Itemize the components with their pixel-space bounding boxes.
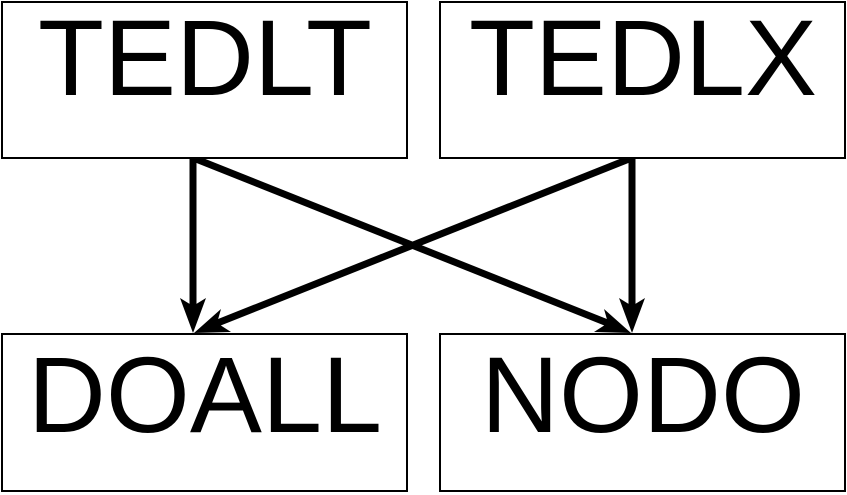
node-tedlt-label: TEDLT	[38, 0, 372, 118]
edge-tedlt-to-nodo-line	[194, 155, 617, 330]
edge-tedlx-to-nodo-arrowhead	[619, 298, 645, 333]
node-tedlx-box	[439, 1, 846, 159]
edge-tedlt-to-doall[interactable]	[180, 158, 206, 333]
edge-tedlt-to-doall-arrowhead	[180, 298, 206, 333]
edge-tedlx-to-nodo[interactable]	[619, 158, 645, 333]
node-doall[interactable]: DOALL	[1, 333, 408, 492]
node-nodo-box	[439, 333, 846, 492]
edge-group	[180, 155, 645, 333]
node-tedlt[interactable]: TEDLT	[1, 0, 408, 159]
edge-tedlx-to-doall-arrowhead	[194, 309, 231, 333]
edge-tedlt-to-nodo[interactable]	[194, 155, 631, 333]
node-nodo-label: NODO	[481, 334, 805, 455]
node-tedlt-box	[1, 1, 408, 159]
node-doall-label: DOALL	[28, 334, 382, 455]
edge-tedlx-to-doall[interactable]	[194, 155, 631, 333]
edge-tedlx-to-doall-line	[208, 155, 631, 330]
edge-tedlt-to-nodo-arrowhead	[594, 309, 631, 333]
node-tedlx-label: TEDLX	[469, 0, 817, 118]
node-nodo[interactable]: NODO	[439, 333, 846, 492]
node-doall-box	[1, 333, 408, 492]
node-tedlx[interactable]: TEDLX	[439, 0, 846, 159]
